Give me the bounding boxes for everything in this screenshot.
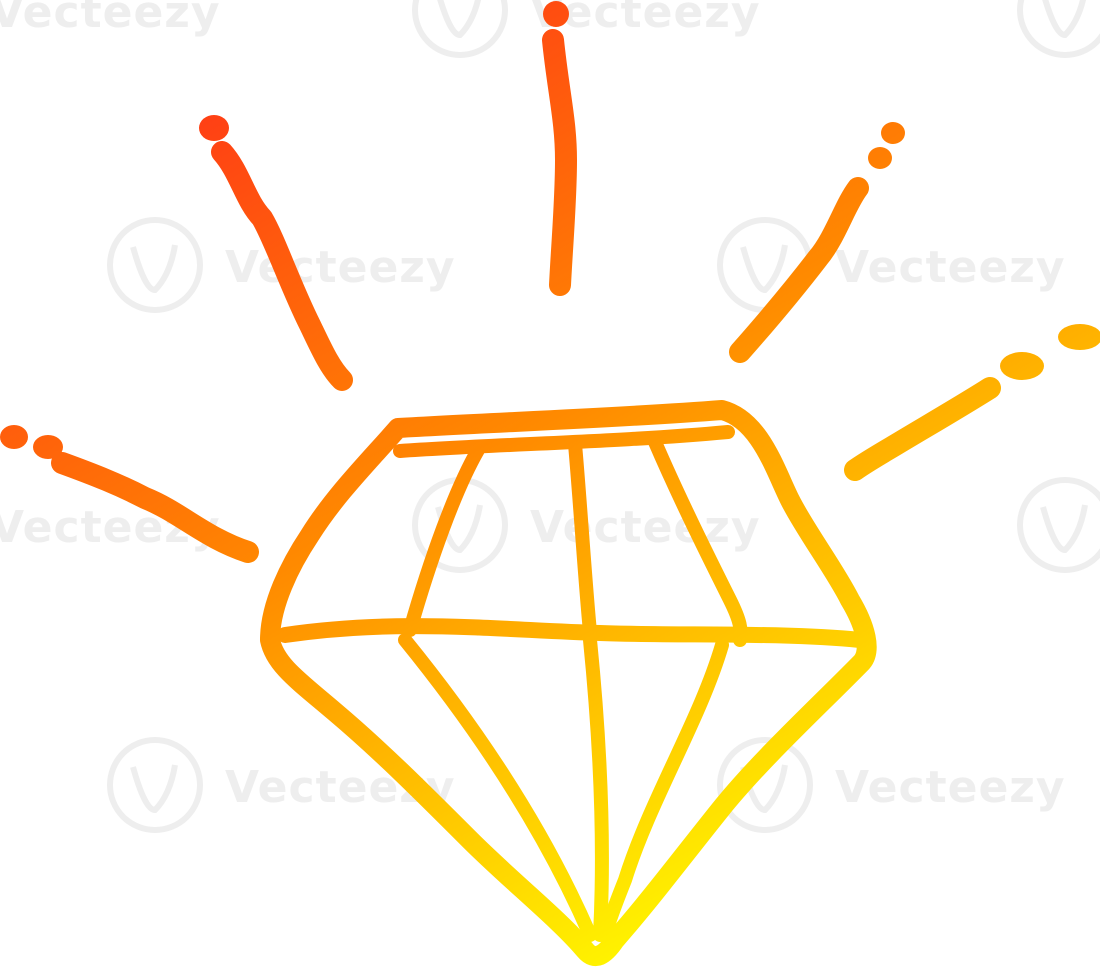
watermark-text: Vecteezy [530,502,761,553]
watermark-text: Vecteezy [225,242,456,293]
diamond-crown-facet [568,437,597,639]
watermark-text: Vecteezy [835,762,1066,813]
diamond-outline [260,400,877,966]
watermark-text: Vecteezy [530,0,761,38]
diamond-crown-facet [403,443,485,637]
watermark-text: Vecteezy [835,242,1066,293]
diamond-pavilion-facet [398,633,597,942]
sparkle-ray-upper-right [729,122,905,363]
diamond-pavilion-facet [583,633,609,942]
watermark-logo [1017,0,1100,58]
sparkle-ray-right [844,324,1100,481]
sparkle-ray-left [0,425,259,563]
watermark-logo [1017,477,1100,573]
watermark-logo [107,737,203,833]
sparkle-ray-upper-left [199,115,353,391]
diamond-icon [260,400,877,966]
watermark-logo [412,0,508,58]
diamond-pavilion-facet [598,638,729,942]
diamond-girdle [277,618,868,648]
watermark-layer: Vecteezy Vecteezy Vecteezy Vecteezy Vect… [0,0,1100,833]
watermark-logo [107,217,203,313]
sparkle-ray-top [542,1,577,296]
diamond-crown-facet [648,435,748,647]
watermark-text: Vecteezy [0,0,221,38]
sparkle-rays [0,1,1100,563]
diamond-table-line [393,425,735,458]
